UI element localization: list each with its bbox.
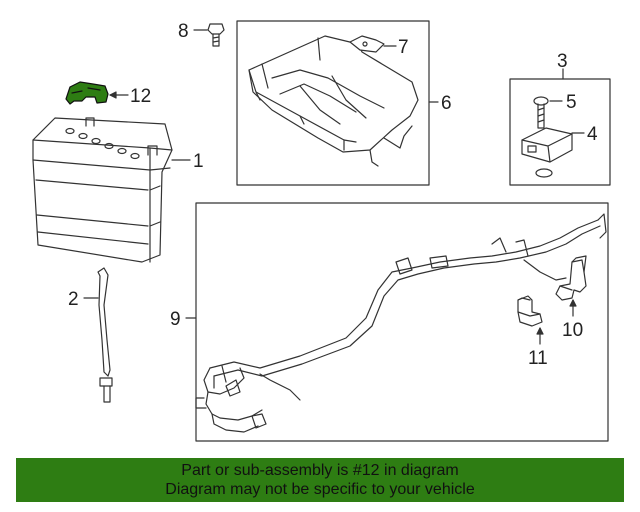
- banner-line-2: Diagram may not be specific to your vehi…: [165, 481, 475, 498]
- callout-number-5: 5: [566, 92, 577, 113]
- callout-number-9: 9: [170, 309, 181, 330]
- part-7-clip[interactable]: [349, 35, 385, 53]
- part-3-grommet[interactable]: [535, 168, 553, 178]
- callout-number-1: 1: [193, 151, 204, 172]
- callout-number-3: 3: [557, 51, 568, 72]
- callout-number-8: 8: [178, 21, 189, 42]
- callout-number-6: 6: [441, 93, 452, 114]
- part-1-battery[interactable]: [32, 117, 173, 263]
- part-11-bracket[interactable]: [517, 295, 543, 327]
- callout-number-4: 4: [587, 124, 598, 145]
- part-6-frame: [236, 20, 430, 186]
- arrow-head-11: [536, 327, 544, 335]
- part-8-bolt[interactable]: [207, 23, 225, 47]
- callout-number-10: 10: [562, 320, 583, 341]
- callout-number-7: 7: [398, 37, 409, 58]
- part-9-frame: [195, 202, 609, 442]
- part-12-hold-down-clamp[interactable]: [65, 81, 109, 105]
- part-6-battery-tray[interactable]: [248, 35, 419, 167]
- callout-number-2: 2: [68, 289, 79, 310]
- arrow-head-12: [109, 91, 117, 99]
- part-9-wiring-harness[interactable]: [195, 213, 607, 433]
- group-3-frame: [509, 78, 611, 186]
- callout-number-12: 12: [130, 86, 151, 107]
- part-5-screw[interactable]: [533, 96, 549, 129]
- part-2-vent-tube[interactable]: [97, 267, 113, 403]
- part-4-bracket[interactable]: [521, 127, 573, 163]
- arrow-head-10: [569, 299, 577, 307]
- banner-line-1: Part or sub-assembly is #12 in diagram: [181, 462, 459, 479]
- info-banner: Part or sub-assembly is #12 in diagram D…: [16, 458, 624, 502]
- part-10-sensor[interactable]: [555, 255, 587, 301]
- callout-number-11: 11: [528, 348, 548, 369]
